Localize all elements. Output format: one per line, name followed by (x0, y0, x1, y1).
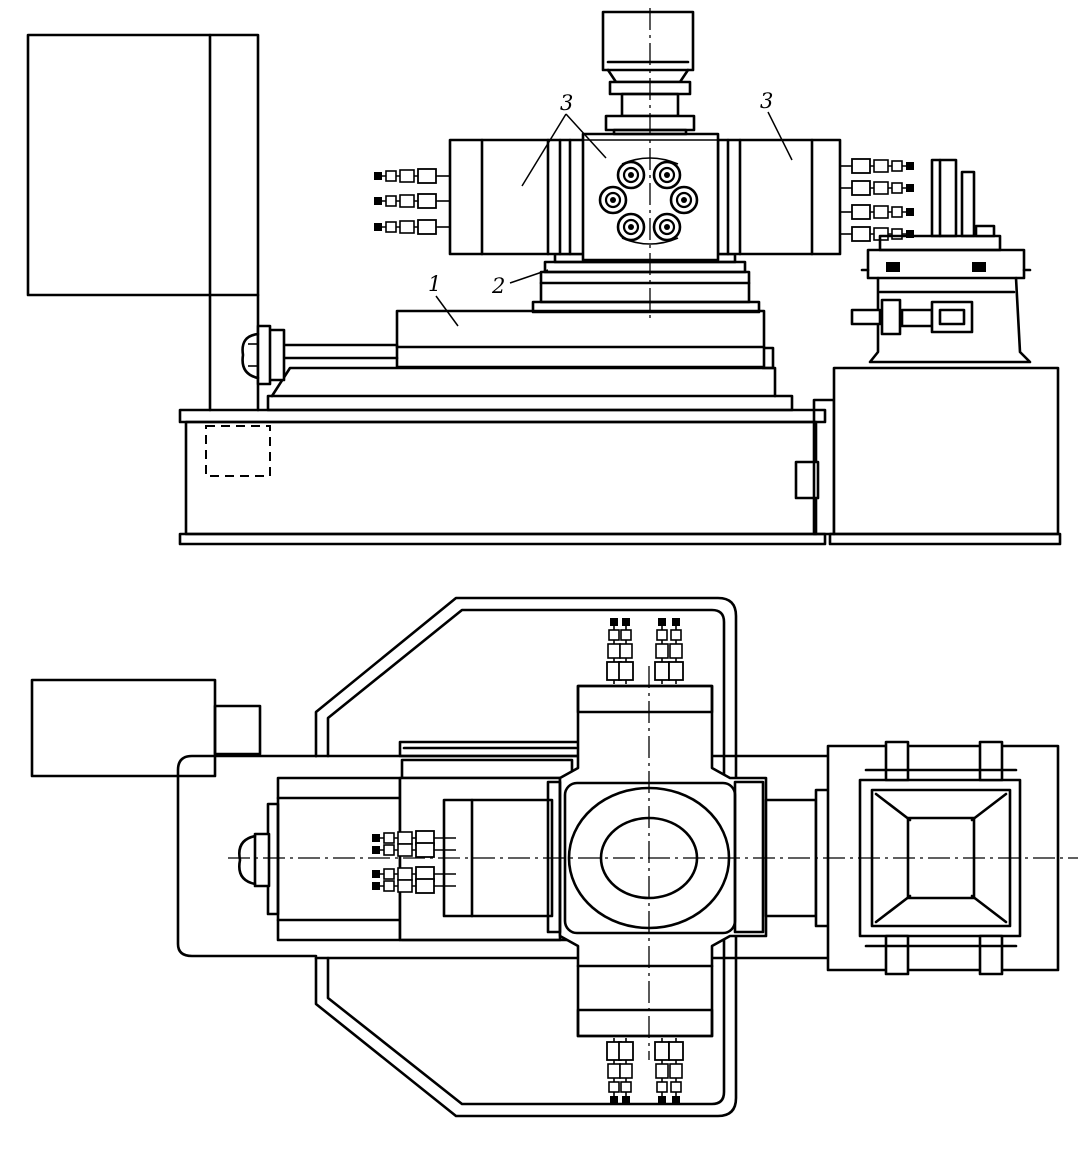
left-hydraulic-fittings (373, 168, 450, 235)
slide-table (241, 309, 794, 412)
plan-head (546, 684, 834, 1038)
label-1: 1 (428, 272, 441, 296)
clamping-fixture (850, 158, 1032, 364)
plan-fittings (371, 617, 927, 1105)
spindle-column (601, 10, 696, 136)
label-3-left: 3 (560, 91, 573, 115)
plan-motor (30, 678, 262, 778)
plan-view (30, 596, 1078, 1118)
motor-housing (26, 33, 260, 412)
elevation-view: 1 2 3 3 (26, 8, 1062, 546)
label-3-right: 3 (760, 89, 773, 113)
machine-base (178, 408, 827, 546)
spindle-head (448, 132, 842, 262)
pedestal (531, 252, 761, 314)
right-hydraulic-fittings (840, 158, 915, 242)
right-cabinet (812, 366, 1062, 546)
label-2: 2 (491, 274, 505, 298)
callouts: 1 2 3 3 (428, 89, 793, 327)
